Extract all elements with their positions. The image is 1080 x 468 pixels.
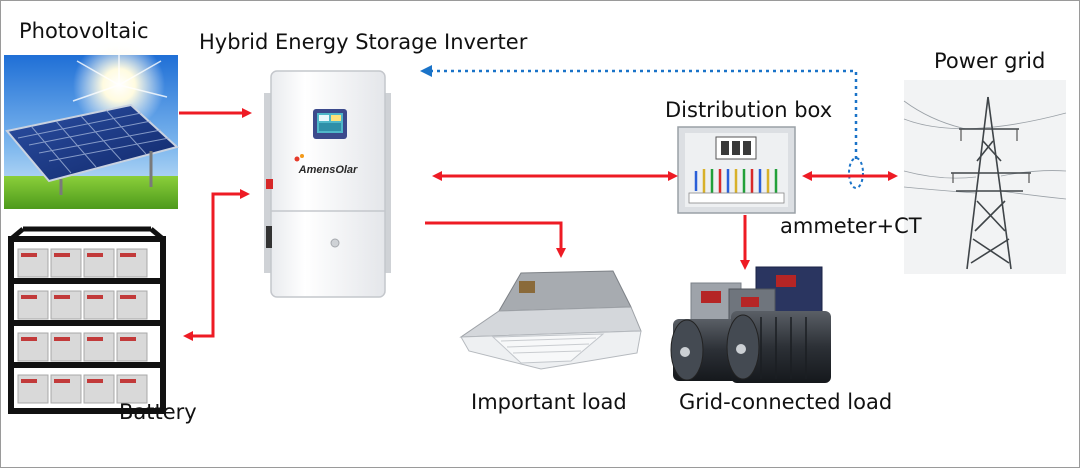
ammeter-ct-label: ammeter+CT bbox=[780, 214, 922, 238]
distribution-box-icon bbox=[677, 126, 796, 214]
ct-sensor-icon bbox=[848, 157, 864, 189]
grid-connected-load-label: Grid-connected load bbox=[679, 390, 893, 414]
inverter-icon bbox=[264, 70, 391, 298]
inverter-label: Hybrid Energy Storage Inverter bbox=[199, 30, 528, 54]
battery-label: Battery bbox=[119, 400, 197, 424]
motor-icon bbox=[670, 266, 831, 383]
solar-panel-icon bbox=[4, 39, 180, 209]
air-conditioner-icon bbox=[459, 270, 642, 370]
photovoltaic-label: Photovoltaic bbox=[19, 19, 149, 43]
inverter-to-important-load-arrow bbox=[425, 221, 566, 258]
important-load-label: Important load bbox=[471, 390, 627, 414]
power-grid-label: Power grid bbox=[934, 49, 1046, 73]
battery-rack-icon bbox=[8, 226, 166, 414]
distribution-box-label: Distribution box bbox=[665, 98, 833, 122]
ct-communication-line bbox=[420, 65, 864, 189]
battery-inverter-arrow bbox=[183, 189, 250, 341]
power-tower-icon bbox=[903, 80, 1067, 274]
inverter-brand: AmensOlar bbox=[298, 164, 358, 176]
